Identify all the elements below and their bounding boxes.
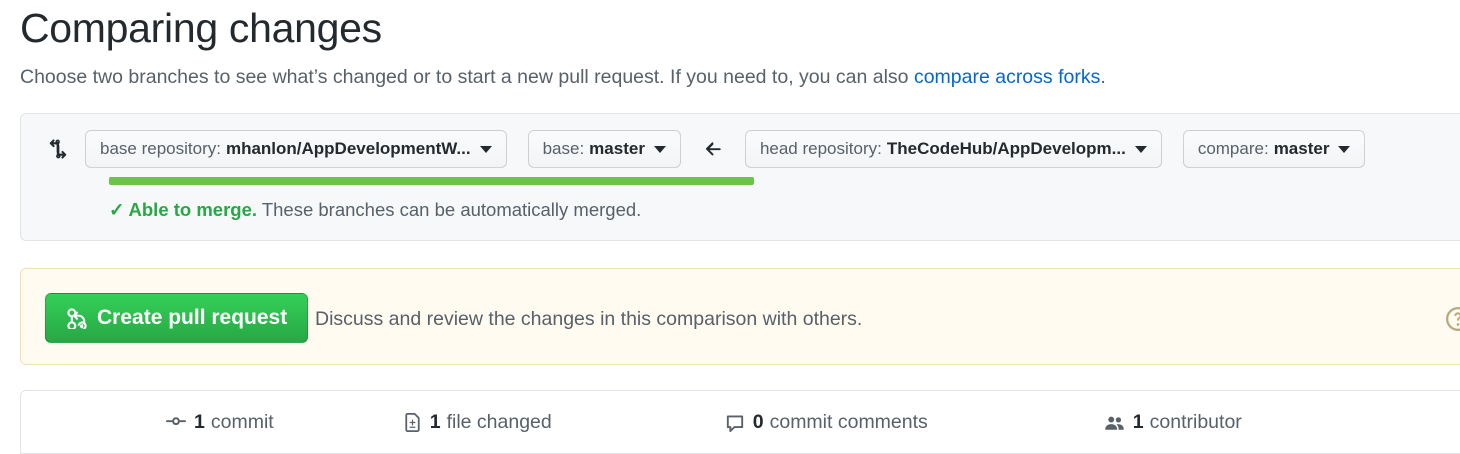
commit-comments-count: 0 [752, 411, 764, 433]
people-icon [1104, 412, 1125, 433]
base-repository-select[interactable]: base repository:mhanlon/AppDevelopmentW.… [85, 130, 507, 168]
base-branch-value: master [589, 139, 645, 158]
compare-across-forks-link[interactable]: compare across forks [913, 66, 1101, 88]
create-pull-request-label: Create pull request [97, 306, 288, 329]
base-branch-select[interactable]: base:master [527, 130, 681, 168]
merge-status-message: ✓Able to merge. These branches can be au… [109, 196, 641, 224]
chevron-down-icon [1134, 145, 1147, 153]
stat-contributors[interactable]: 1 contributor [1104, 411, 1242, 434]
stats-list: 1 commit 1 file changed [21, 391, 1242, 454]
head-repository-select[interactable]: head repository:TheCodeHub/AppDevelopm..… [744, 130, 1162, 168]
file-diff-icon [403, 413, 422, 432]
files-changed-label: file changed [446, 411, 552, 433]
contributors-label: contributor [1149, 411, 1242, 433]
chevron-down-icon [653, 145, 666, 153]
stat-commits[interactable]: 1 commit [166, 411, 274, 434]
stat-commit-comments[interactable]: 0 commit comments [725, 411, 928, 434]
commits-count: 1 [194, 411, 205, 433]
merge-status-detail: These branches can be automatically merg… [261, 199, 642, 220]
banner-description: Discuss and review the changes in this c… [315, 308, 863, 330]
base-repository-label: base repository: [100, 139, 221, 158]
create-pull-request-banner: Create pull request Discuss and review t… [20, 268, 1460, 365]
compare-branch-select[interactable]: compare:master [1182, 130, 1366, 168]
comment-icon [725, 413, 745, 433]
head-repository-label: head repository: [759, 139, 882, 158]
compare-branch-label: compare: [1197, 139, 1269, 158]
compare-panel: base repository:mhanlon/AppDevelopmentW.… [20, 113, 1460, 241]
page-subtitle: Choose two branches to see what’s change… [20, 62, 1106, 92]
commit-comments-label: commit comments [769, 411, 928, 433]
check-icon: ✓ [109, 199, 125, 220]
chevron-down-icon [479, 145, 492, 153]
page-title: Comparing changes [20, 5, 382, 51]
contributors-count: 1 [1132, 411, 1144, 433]
create-pull-request-button[interactable]: Create pull request [45, 293, 309, 343]
head-repository-value: TheCodeHub/AppDevelopm... [886, 139, 1126, 158]
base-repository-value: mhanlon/AppDevelopmentW... [225, 139, 471, 158]
subtitle-text-before: Choose two branches to see what’s change… [20, 66, 914, 88]
compare-branch-value: master [1273, 139, 1330, 158]
arrow-left-icon [702, 137, 726, 161]
stat-files-changed[interactable]: 1 file changed [403, 411, 552, 434]
branch-selector-row: base repository:mhanlon/AppDevelopmentW.… [35, 130, 1386, 168]
commits-label: commit [210, 411, 274, 433]
merge-status-bar [109, 177, 754, 185]
comparison-stats-bar: 1 commit 1 file changed [20, 390, 1460, 454]
git-pull-request-icon [66, 307, 88, 329]
git-compare-icon [45, 136, 71, 162]
merge-status-headline: Able to merge. [128, 199, 258, 220]
question-circle-icon[interactable] [1446, 307, 1460, 331]
base-branch-label: base: [542, 139, 585, 158]
subtitle-text-after: . [1100, 66, 1106, 88]
chevron-down-icon [1338, 145, 1351, 153]
git-commit-icon [166, 413, 186, 433]
files-changed-count: 1 [429, 411, 441, 433]
